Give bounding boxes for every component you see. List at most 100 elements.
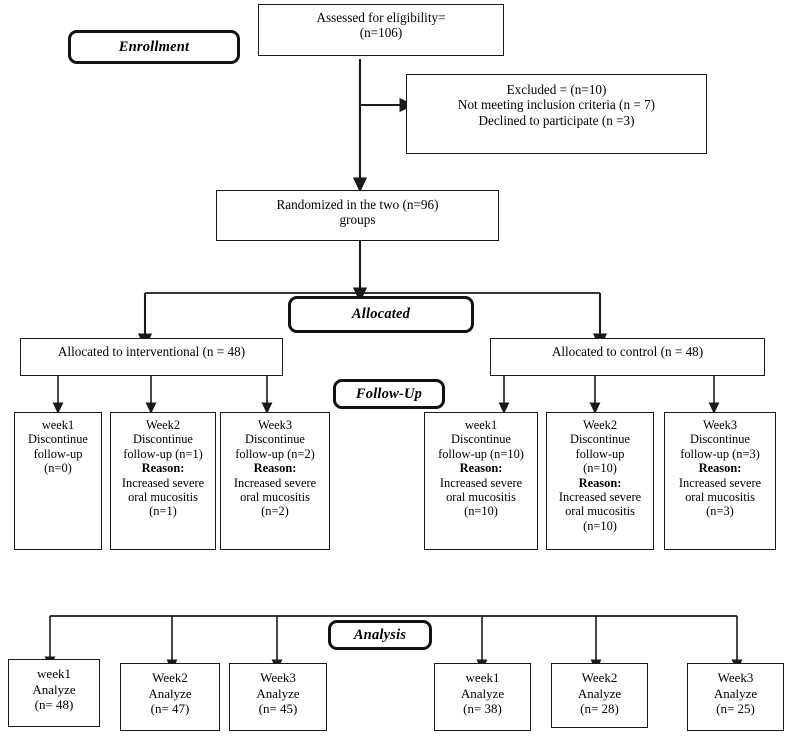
followup-line: Reason: [578, 475, 622, 490]
followup-line: follow-up [33, 446, 83, 461]
followup-line: Discontinue [570, 432, 630, 447]
box-allocated-control: Allocated to control (n = 48) [490, 338, 765, 376]
followup-line: follow-up (n=2) [235, 446, 315, 461]
followup-line: (n=10) [583, 518, 617, 533]
followup-line: Discontinue [690, 432, 750, 447]
followup-line: week1 [41, 418, 75, 432]
analysis-line: (n= 47) [150, 701, 190, 717]
analysis-line: (n= 45) [258, 701, 298, 717]
analysis-line: Week3 [717, 670, 754, 685]
followup-line: oral mucositis [240, 489, 310, 504]
randomized-line-2: groups [339, 212, 376, 228]
stage-label-enrollment: Enrollment [118, 38, 190, 55]
followup-line: follow-up (n=1) [123, 446, 203, 461]
analysis-line: Analyze [460, 685, 505, 701]
followup-line: Week2 [145, 418, 181, 432]
followup-line: Discontinue [28, 432, 88, 447]
followup-line: (n=10) [464, 504, 498, 519]
followup-line: Reason: [253, 461, 297, 476]
followup-line: Increased severe [558, 489, 642, 504]
followup-line: week1 [464, 418, 498, 432]
analysis-line: week1 [465, 670, 500, 685]
analysis-line: Week2 [152, 670, 188, 685]
randomized-line-1: Randomized in the two (n=96) [276, 197, 439, 212]
followup-line: Increased severe [121, 475, 205, 490]
stage-badge-followup: Follow-Up [333, 379, 445, 409]
analysis-line: Analyze [32, 681, 76, 697]
analysis-line: Week2 [581, 670, 618, 685]
analysis-line: Analyze [148, 685, 192, 701]
allocated-interventional-text: Allocated to interventional (n = 48) [57, 344, 246, 359]
followup-line: oral mucositis [128, 489, 198, 504]
box-allocated-interventional: Allocated to interventional (n = 48) [20, 338, 283, 376]
followup-line: Reason: [459, 461, 503, 476]
excluded-line-2: Not meeting inclusion criteria (n = 7) [457, 97, 656, 113]
followup-line: Discontinue [451, 432, 511, 447]
box-randomized: Randomized in the two (n=96) groups [216, 190, 499, 241]
analysis-line: Analyze [256, 685, 300, 701]
allocated-control-text: Allocated to control (n = 48) [551, 344, 704, 359]
followup-line: Week3 [702, 418, 738, 432]
followup-line: follow-up (n=3) [680, 446, 760, 461]
analysis-line: (n= 38) [463, 701, 502, 717]
excluded-line-3: Declined to participate (n =3) [478, 112, 635, 128]
stage-badge-allocated: Allocated [288, 296, 474, 333]
stage-badge-analysis: Analysis [328, 620, 432, 650]
stage-label-analysis: Analysis [353, 626, 407, 643]
followup-line: (n=1) [149, 504, 177, 519]
followup-line: follow-up [575, 446, 625, 461]
followup-line: Increased severe [678, 475, 762, 490]
followup-line: Increased severe [439, 475, 523, 490]
followup-line: oral mucositis [565, 504, 635, 519]
excluded-lines: Excluded = (n=10) Not meeting inclusion … [407, 75, 706, 128]
stage-label-followup: Follow-Up [355, 385, 423, 402]
randomized-lines: Randomized in the two (n=96) groups [217, 191, 498, 228]
followup-line: (n=0) [44, 461, 72, 476]
analysis-line: Analyze [713, 685, 758, 701]
analysis-line: (n= 48) [34, 697, 74, 713]
analysis-line: week1 [37, 666, 71, 681]
analysis-line: Week3 [260, 670, 296, 685]
analysis-line: (n= 28) [580, 701, 619, 717]
excluded-line-1: Excluded = (n=10) [506, 82, 607, 97]
assessed-lines: Assessed for eligibility= (n=106) [259, 5, 503, 41]
followup-line: Reason: [698, 461, 742, 476]
followup-line: (n=3) [706, 504, 734, 519]
followup-line: Week2 [582, 418, 618, 432]
stage-label-allocated: Allocated [351, 306, 411, 322]
followup-line: (n=10) [583, 461, 617, 476]
followup-line: (n=2) [261, 504, 289, 519]
followup-line: Reason: [141, 461, 185, 476]
analysis-line: Analyze [577, 685, 622, 701]
assessed-line-2: (n=106) [359, 25, 403, 41]
assessed-line-1: Assessed for eligibility= [316, 10, 446, 25]
followup-line: Increased severe [233, 475, 317, 490]
followup-line: Discontinue [245, 432, 305, 447]
stage-badge-enrollment: Enrollment [68, 30, 240, 64]
